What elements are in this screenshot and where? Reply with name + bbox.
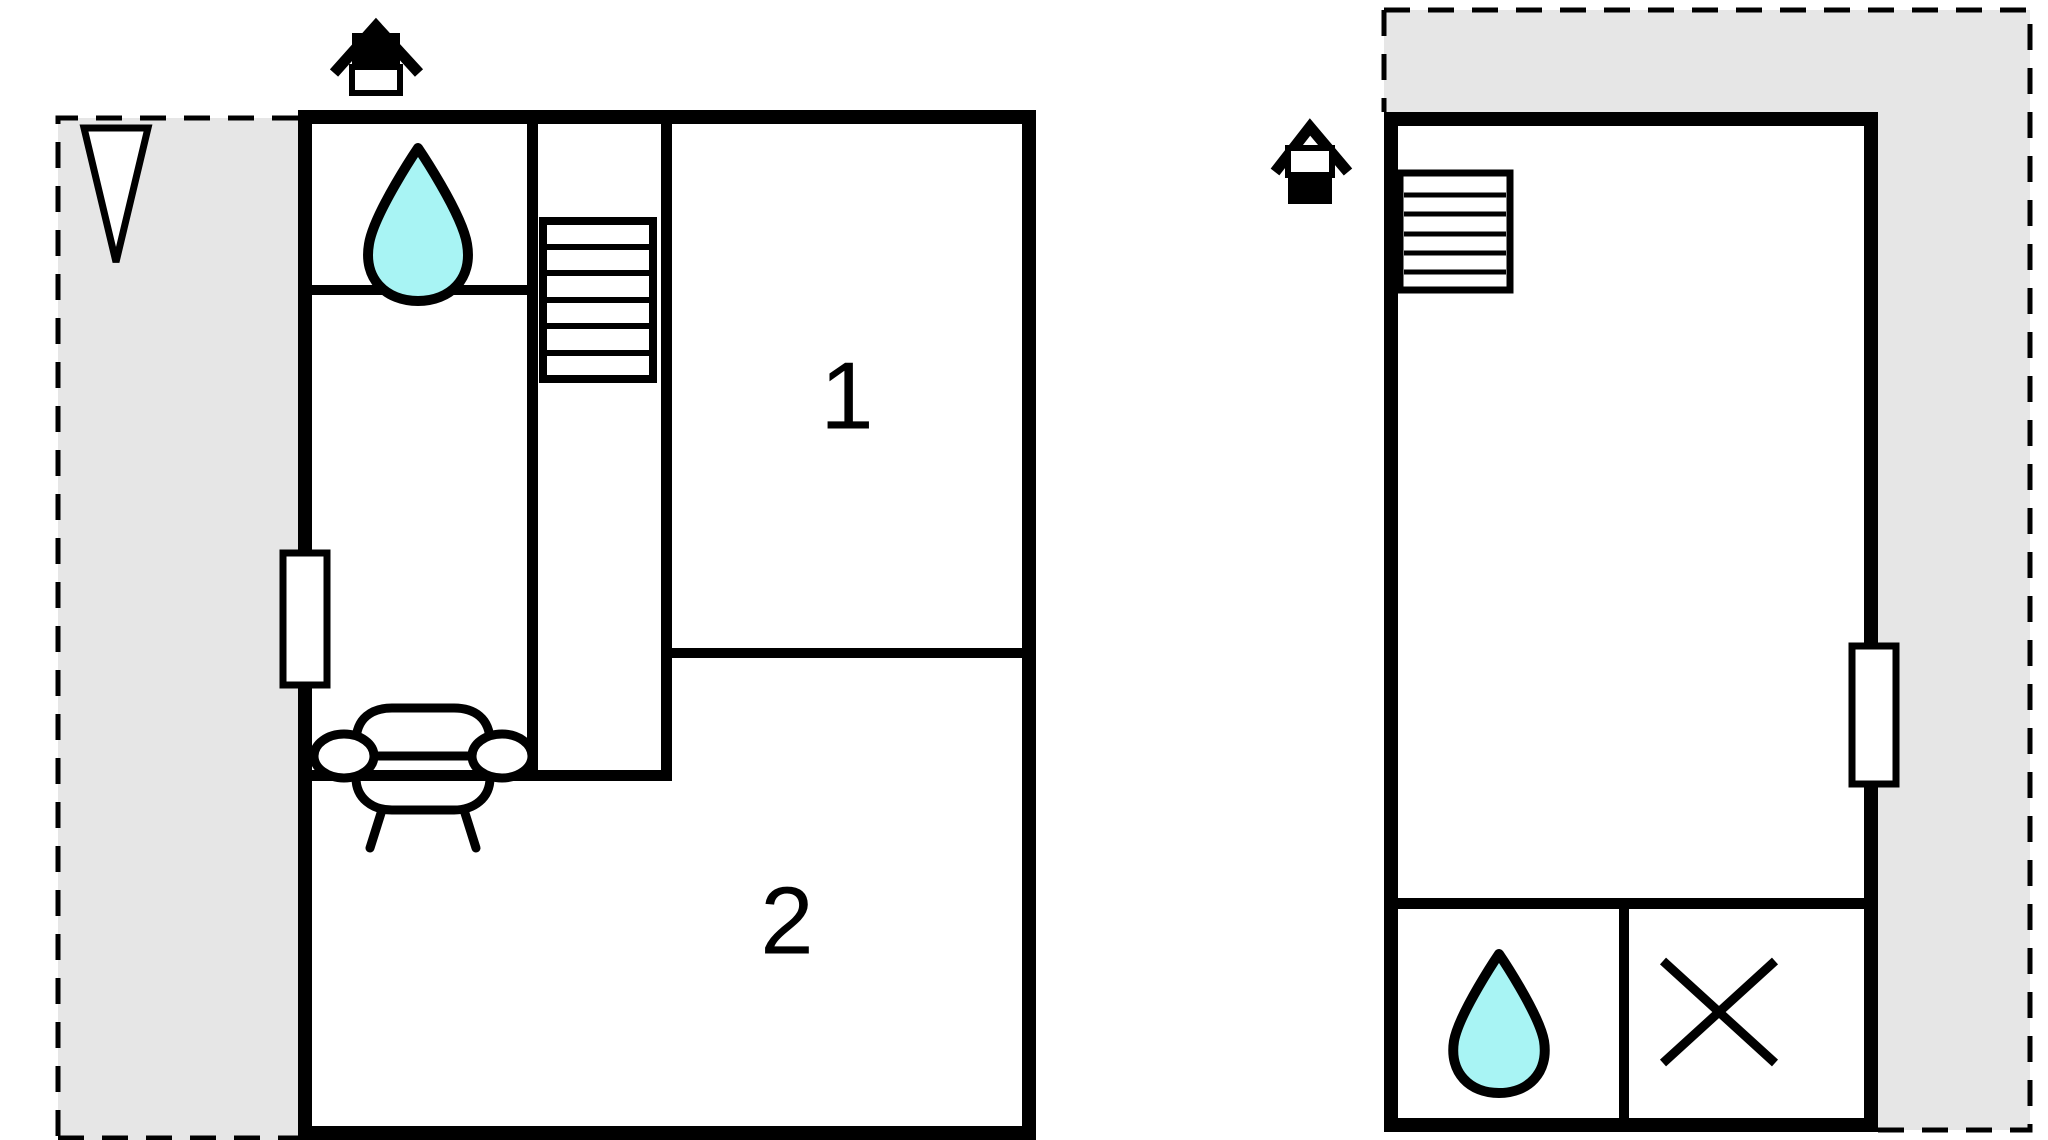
window-frame-right (1848, 642, 1900, 788)
wall-right-left-plan (1022, 110, 1036, 1140)
window-frame-left (279, 549, 331, 689)
cross-x-icon (1659, 957, 1779, 1067)
floor-plan-left: 1 2 (55, 17, 1036, 1140)
wall-bottom-left-plan (298, 1126, 1036, 1140)
sofa-arm-left (309, 729, 379, 783)
water-drop-icon-left (363, 143, 473, 306)
north-arrow-triangle-icon (79, 124, 153, 263)
outer-walls-right (1384, 112, 1878, 1132)
terrace-dashed-border-left (55, 115, 298, 1140)
interior-walls-right (1391, 898, 1871, 1125)
house-entrance-icon-left (329, 17, 424, 96)
house-body-filled (352, 33, 400, 67)
wall-between-room1-room2 (666, 648, 1030, 658)
sofa-leg-right (459, 805, 481, 853)
wall-top-right-plan (1384, 112, 1878, 126)
house-roof-icon (329, 17, 424, 77)
terrace-dashed-border-right (1384, 7, 2033, 1133)
house-body-filled (1288, 175, 1332, 204)
water-drop-icon-right (1448, 949, 1550, 1098)
wall-bottom-right-plan (1384, 1118, 1878, 1132)
room-number-1: 1 (820, 342, 873, 449)
wall-vertical-hall-right (661, 117, 672, 780)
sofa-seat (351, 751, 495, 815)
room-number-2: 2 (760, 867, 813, 974)
cross-line-2 (1659, 957, 1779, 1067)
sofa-icon (309, 703, 537, 853)
wall-left-right-plan (1384, 112, 1398, 1132)
window-right-wall-icon (1848, 642, 1900, 788)
house-entrance-icon-right (1270, 118, 1353, 204)
terrace-fill-right (1384, 10, 2030, 1130)
floor-plan-right (1270, 7, 2033, 1133)
wall-above-bottom-rooms (1391, 898, 1871, 909)
wall-between-bathroom-storage (1619, 903, 1629, 1125)
terrace-fill-left (58, 118, 298, 1140)
house-door-icon (349, 64, 403, 96)
sofa-arm-right (467, 729, 537, 783)
window-left-wall-icon (279, 549, 331, 689)
staircase-icon-right (1396, 169, 1514, 294)
sofa-leg-left (365, 805, 387, 853)
staircase-icon-left (539, 217, 657, 383)
wall-vertical-hall-left (527, 117, 538, 780)
terrace-area-left (55, 115, 298, 1140)
wall-right-right-plan (1864, 112, 1878, 1132)
house-window-icon (1285, 145, 1335, 178)
terrace-area-right (1381, 7, 2033, 1133)
outer-walls-left (298, 110, 1036, 1140)
